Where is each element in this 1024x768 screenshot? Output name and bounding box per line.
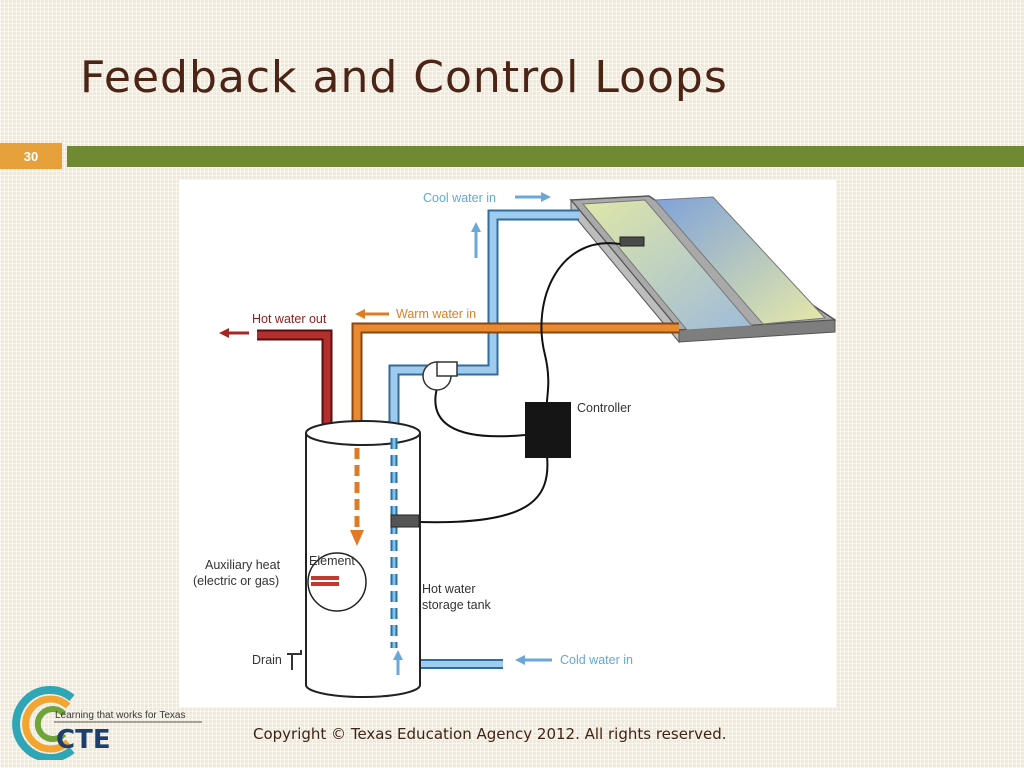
diagram-graphics xyxy=(219,192,836,698)
hot-water-pipe xyxy=(257,329,333,435)
warm-water-pipe xyxy=(351,322,679,435)
label-hot-water-storage-sub: storage tank xyxy=(422,598,491,612)
tank-sensor xyxy=(390,514,420,528)
label-auxiliary-heat-sub: (electric or gas) xyxy=(193,574,280,588)
slide-title: Feedback and Control Loops xyxy=(80,52,728,103)
cte-tagline: Learning that works for Texas xyxy=(55,710,186,721)
collector-sensor xyxy=(619,236,645,247)
title-accent-bar xyxy=(67,146,1024,167)
copyright-notice: Copyright © Texas Education Agency 2012.… xyxy=(253,725,727,743)
cool-water-pipe xyxy=(388,209,579,669)
label-hot-water-out: Hot water out xyxy=(252,312,327,326)
label-cool-water-in: Cool water in xyxy=(423,191,496,205)
label-cold-water-in: Cold water in xyxy=(560,653,633,667)
slide-number: 30 xyxy=(0,143,62,169)
drain-valve xyxy=(287,650,302,670)
label-drain: Drain xyxy=(252,653,282,667)
label-element: Element xyxy=(309,554,355,568)
cte-wordmark: CTE xyxy=(56,725,111,755)
label-warm-water-in: Warm water in xyxy=(396,307,477,321)
solar-collector xyxy=(569,195,836,344)
label-hot-water-storage: Hot water xyxy=(422,582,476,596)
storage-tank xyxy=(287,420,421,698)
label-auxiliary-heat: Auxiliary heat xyxy=(205,558,281,572)
label-controller: Controller xyxy=(577,401,632,415)
controller-box xyxy=(525,402,571,458)
cte-logo-mark xyxy=(12,686,202,760)
flow-arrows xyxy=(219,192,552,675)
solar-water-heater-diagram: Cool water in Hot water out Warm water i… xyxy=(179,180,836,707)
control-wires xyxy=(418,242,621,524)
pump xyxy=(422,361,458,391)
